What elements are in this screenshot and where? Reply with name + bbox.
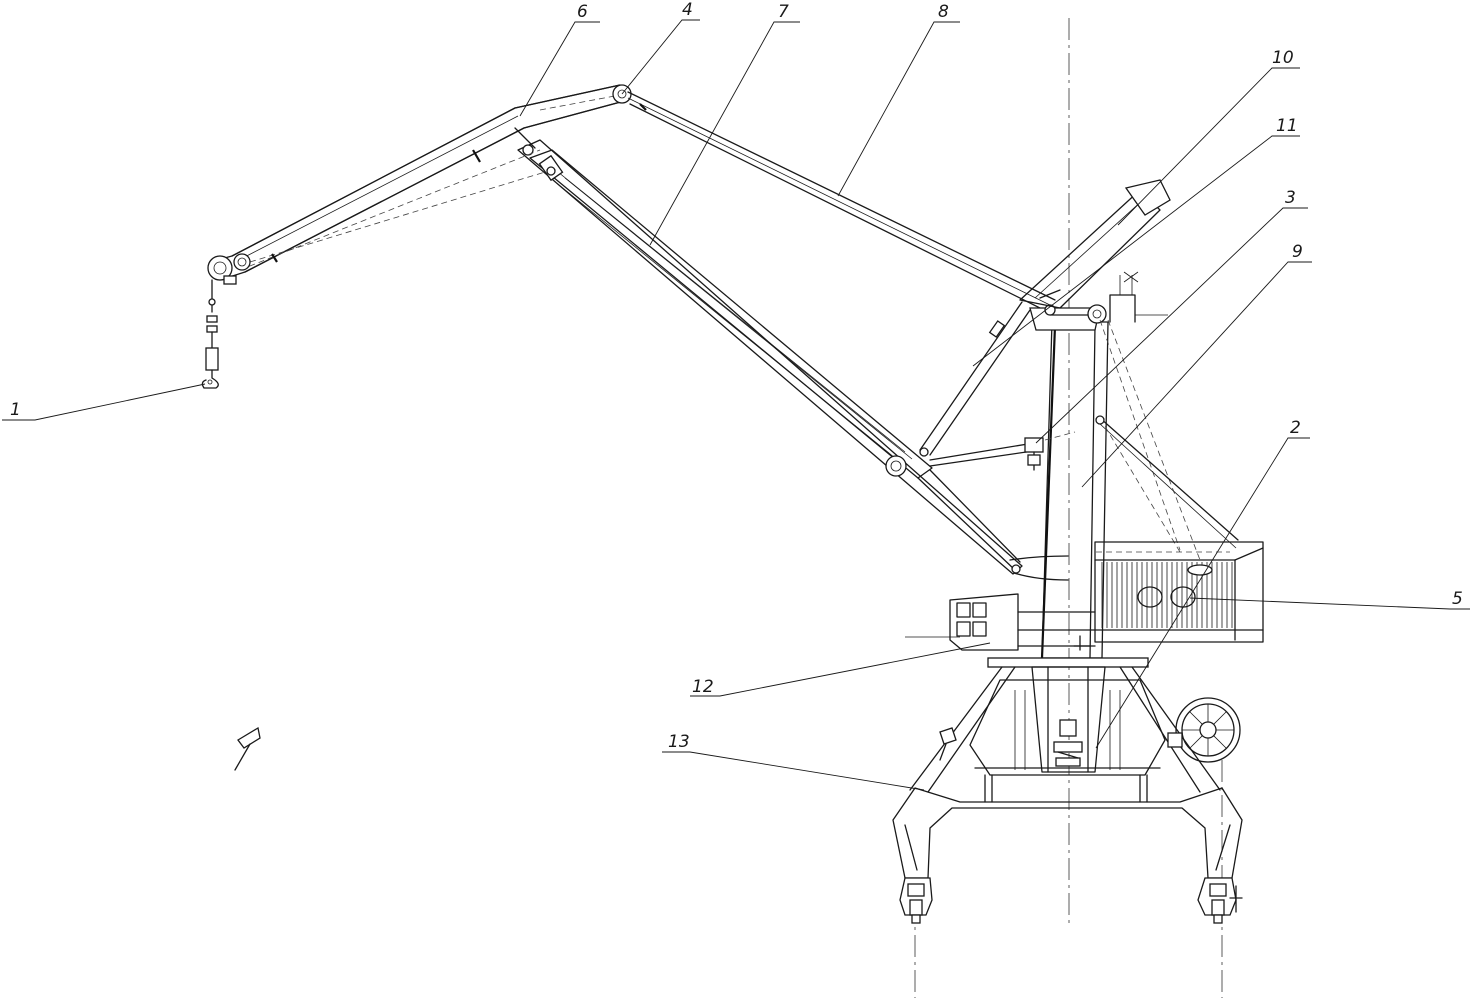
tower: [1029, 289, 1201, 659]
operator-cab: [905, 593, 1096, 651]
turntable: [987, 657, 1149, 668]
top-fixture: [1109, 271, 1168, 323]
boom-hoist-rod: [929, 431, 1076, 471]
callout-7: 7: [649, 2, 800, 246]
callout-8: 8: [837, 2, 960, 197]
cable-reel-spoke: [1213, 711, 1227, 725]
callout-3: 3: [1035, 188, 1308, 444]
callout-2: 2: [1095, 418, 1310, 749]
callout-2-label: 2: [1290, 418, 1301, 438]
counterweight-lever: [919, 179, 1171, 457]
callouts: 1 2 3 4 5 6 7 8: [2, 0, 1470, 791]
callout-3-label: 3: [1285, 188, 1296, 208]
callout-10-label: 10: [1272, 48, 1294, 68]
tie-rod: [627, 91, 1056, 313]
callout-1-label: 1: [10, 400, 21, 420]
hoist-rope: [1099, 417, 1239, 541]
callout-11-label: 11: [1276, 116, 1298, 136]
callout-4-label: 4: [682, 0, 693, 20]
callout-7-label: 7: [778, 2, 789, 22]
callout-9-label: 9: [1292, 242, 1303, 262]
callout-4: 4: [621, 0, 700, 95]
callout-1: 1: [2, 383, 206, 421]
cable-reel-spoke: [1189, 711, 1203, 725]
callout-6: 6: [519, 2, 600, 117]
callout-10: 10: [1117, 48, 1300, 226]
callout-9: 9: [1081, 242, 1312, 488]
callout-13-label: 13: [668, 732, 690, 752]
machine-room-slats: [1101, 562, 1233, 628]
callout-12-label: 12: [692, 677, 714, 697]
cable-reel-spoke: [1213, 735, 1227, 749]
callout-11: 11: [972, 116, 1300, 367]
callout-5-label: 5: [1452, 589, 1463, 609]
machine-room: [1094, 541, 1264, 643]
main-boom: [517, 139, 1069, 581]
portal-gantry: [234, 666, 1243, 924]
callout-12: 12: [690, 642, 991, 697]
cable-reel-spoke: [1189, 735, 1203, 749]
callout-13: 13: [662, 732, 925, 791]
callout-6-label: 6: [577, 2, 588, 22]
callout-5: 5: [1189, 589, 1470, 610]
callout-8-label: 8: [938, 2, 949, 22]
cable-reel: [1167, 697, 1241, 763]
left-leg-bracket: [939, 727, 957, 761]
hook-block: [201, 279, 219, 389]
cable-reel-spokes: [1182, 704, 1234, 756]
proboscis-arm: [207, 84, 632, 285]
